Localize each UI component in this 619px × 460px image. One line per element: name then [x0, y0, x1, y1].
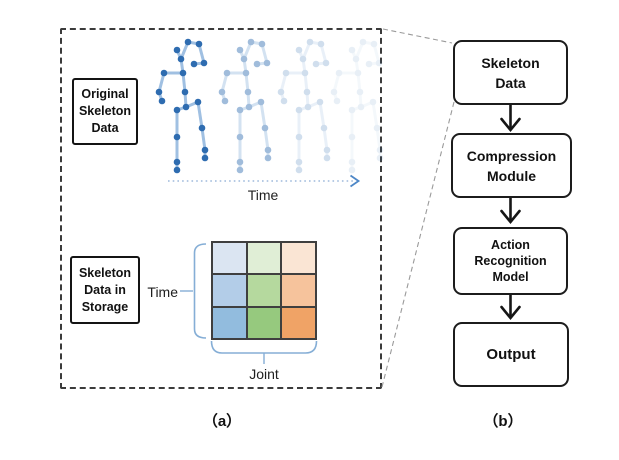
matrix-cell: [247, 275, 281, 306]
box-line: Action: [491, 238, 530, 252]
time-axis-label: Time: [247, 187, 279, 203]
matrix-cell: [213, 275, 246, 306]
flow-arrow-2-head-icon: [500, 209, 521, 225]
box-line: Skeleton: [78, 265, 132, 280]
box-line: Data: [495, 74, 526, 91]
box-line: Original: [81, 87, 129, 101]
matrix-cell: [282, 307, 315, 338]
matrix-col-label: Joint: [249, 366, 279, 382]
box-line: Output: [486, 345, 536, 363]
callout-line-top: [382, 28, 453, 44]
flow-box-output: Output: [453, 322, 569, 387]
callout-line-bottom: [381, 101, 455, 388]
flow-arrow-3-head-icon: [500, 305, 521, 321]
box-line: Module: [487, 167, 536, 184]
flow-arrow-1-head-icon: [500, 117, 521, 133]
matrix-cell: [247, 243, 281, 274]
flow-box-action-recognition-model: Action Recognition Model: [453, 227, 568, 295]
matrix-cell: [213, 307, 246, 338]
matrix-cell: [247, 307, 281, 338]
matrix-row-label: Time: [147, 284, 178, 300]
box-line: Skeleton: [481, 54, 540, 71]
box-line: Recognition: [474, 254, 547, 268]
panel-a-dashed-border: [60, 28, 382, 389]
matrix-cell: [282, 275, 315, 306]
storage-matrix: [211, 241, 317, 340]
callout-lines: [381, 28, 455, 388]
matrix-cell: [213, 243, 246, 274]
flow-box-compression-module: Compression Module: [451, 133, 572, 198]
box-line: Compression: [466, 147, 557, 164]
caption-b: （b）: [483, 413, 523, 430]
caption-a: （a）: [202, 413, 242, 430]
box-line: Data: [91, 121, 119, 135]
box-line: Storage: [81, 299, 129, 314]
flow-box-skeleton-data: Skeleton Data: [453, 40, 568, 105]
box-line: Skeleton: [78, 104, 132, 118]
skeleton-data-in-storage-box: Skeleton Data in Storage: [70, 256, 140, 324]
box-line: Model: [492, 270, 529, 284]
matrix-cell: [282, 243, 315, 274]
original-skeleton-data-box: Original Skeleton Data: [72, 78, 138, 145]
box-line: Data in: [84, 282, 126, 297]
